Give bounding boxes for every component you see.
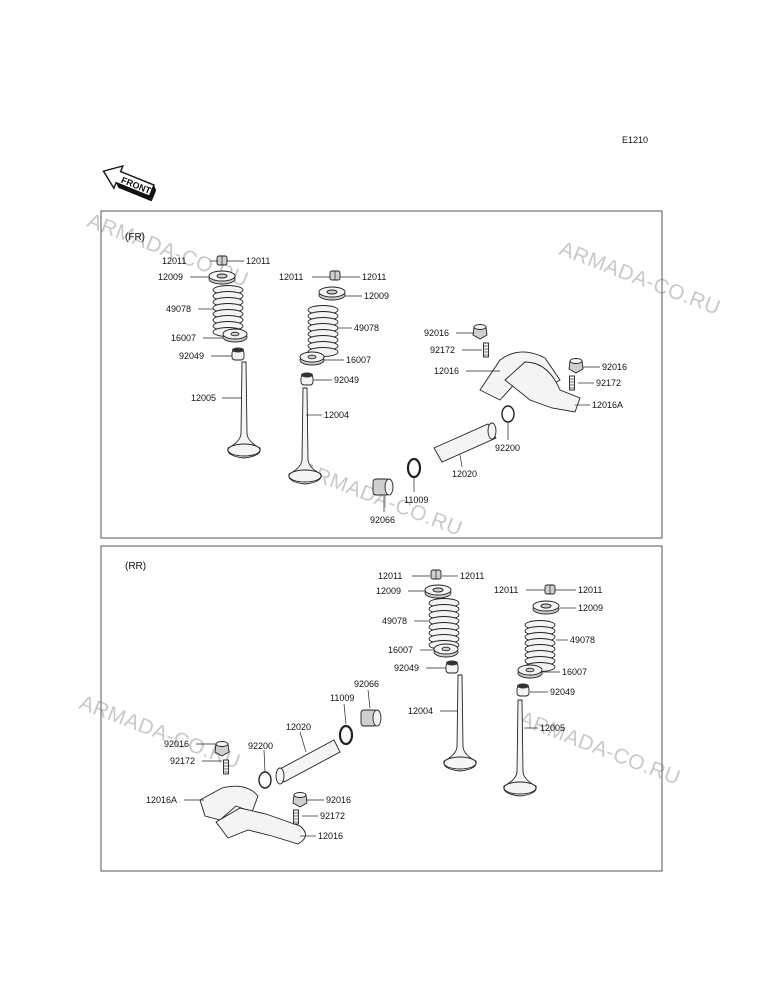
front-arrow-icon: FRONT <box>102 164 157 202</box>
callout-label: 12016A <box>592 400 623 410</box>
callout-label: 92172 <box>430 345 455 355</box>
callout-label: 12011 <box>460 571 484 581</box>
callout-label: 92066 <box>354 679 379 689</box>
callout-label: 12016A <box>146 795 177 805</box>
callouts-rr: 12011 12011 12009 49078 16007 92049 1200… <box>146 571 603 841</box>
rocker-shaft-parts <box>258 709 382 789</box>
callout-label: 11009 <box>330 693 354 703</box>
watermark-text: ARMADA-CO.RU <box>556 237 723 320</box>
callout-label: 49078 <box>570 635 595 645</box>
callout-label: 12011 <box>378 571 402 581</box>
callout-label: 92172 <box>320 811 345 821</box>
rocker-arm-assembly <box>199 741 308 845</box>
callout-label: 92200 <box>495 443 520 453</box>
watermark-text: ARMADA-CO.RU <box>516 707 683 790</box>
callout-label: 12005 <box>540 723 565 733</box>
callout-label: 12016 <box>318 831 343 841</box>
callout-label: 49078 <box>382 616 407 626</box>
panel-tag: (RR) <box>125 561 146 572</box>
callout-label: 12011 <box>362 272 386 282</box>
panel-tag: (FR) <box>125 232 145 243</box>
valve-assembly-left <box>424 569 477 772</box>
callout-label: 12011 <box>578 585 602 595</box>
callout-label: 12009 <box>376 586 401 596</box>
callout-label: 92049 <box>394 663 419 673</box>
valve-assembly-left <box>208 255 261 459</box>
callout-label: 12011 <box>246 256 270 266</box>
callout-label: 12004 <box>408 706 433 716</box>
rocker-shaft-parts <box>372 422 497 496</box>
callout-label: 92172 <box>170 756 195 766</box>
callout-label: 12011 <box>162 256 186 266</box>
callout-label: 12005 <box>191 393 216 403</box>
callout-label: 92016 <box>602 362 627 372</box>
callouts-fr: 12011 12011 12009 49078 16007 92049 1200… <box>158 256 627 525</box>
panel-fr: (FR) <box>100 210 663 539</box>
callout-label: 92200 <box>248 741 273 751</box>
callout-label: 12009 <box>364 291 389 301</box>
callout-label: 11009 <box>404 495 428 505</box>
callout-label: 12009 <box>578 603 603 613</box>
watermarks: ARMADA-CO.RU ARMADA-CO.RU ARMADA-CO.RU A… <box>76 209 723 790</box>
callout-label: 92016 <box>164 739 189 749</box>
callout-label: 12016 <box>434 366 459 376</box>
callout-label: 92066 <box>370 515 395 525</box>
callout-label: 16007 <box>346 355 371 365</box>
watermark-text: ARMADA-CO.RU <box>298 458 465 541</box>
rocker-arm-assembly <box>472 324 584 423</box>
figure-code: E1210 <box>622 135 648 145</box>
callout-label: 12011 <box>494 585 518 595</box>
callout-label: 12004 <box>324 410 349 420</box>
callout-label: 49078 <box>166 304 191 314</box>
callout-label: 12011 <box>279 272 303 282</box>
callout-label: 12020 <box>286 722 311 732</box>
callout-label: 16007 <box>562 667 587 677</box>
callout-label: 92016 <box>424 328 449 338</box>
callout-label: 92049 <box>550 687 575 697</box>
callout-label: 49078 <box>354 323 379 333</box>
callout-label: 92049 <box>179 351 204 361</box>
callout-label: 16007 <box>388 645 413 655</box>
panel-rr: (RR) <box>100 545 663 872</box>
callout-label: 92049 <box>334 375 359 385</box>
callout-label: 92172 <box>596 378 621 388</box>
callout-label: 16007 <box>171 333 196 343</box>
callout-label: 92016 <box>326 795 351 805</box>
callout-label: 12009 <box>158 272 183 282</box>
callout-label: 12020 <box>452 469 477 479</box>
